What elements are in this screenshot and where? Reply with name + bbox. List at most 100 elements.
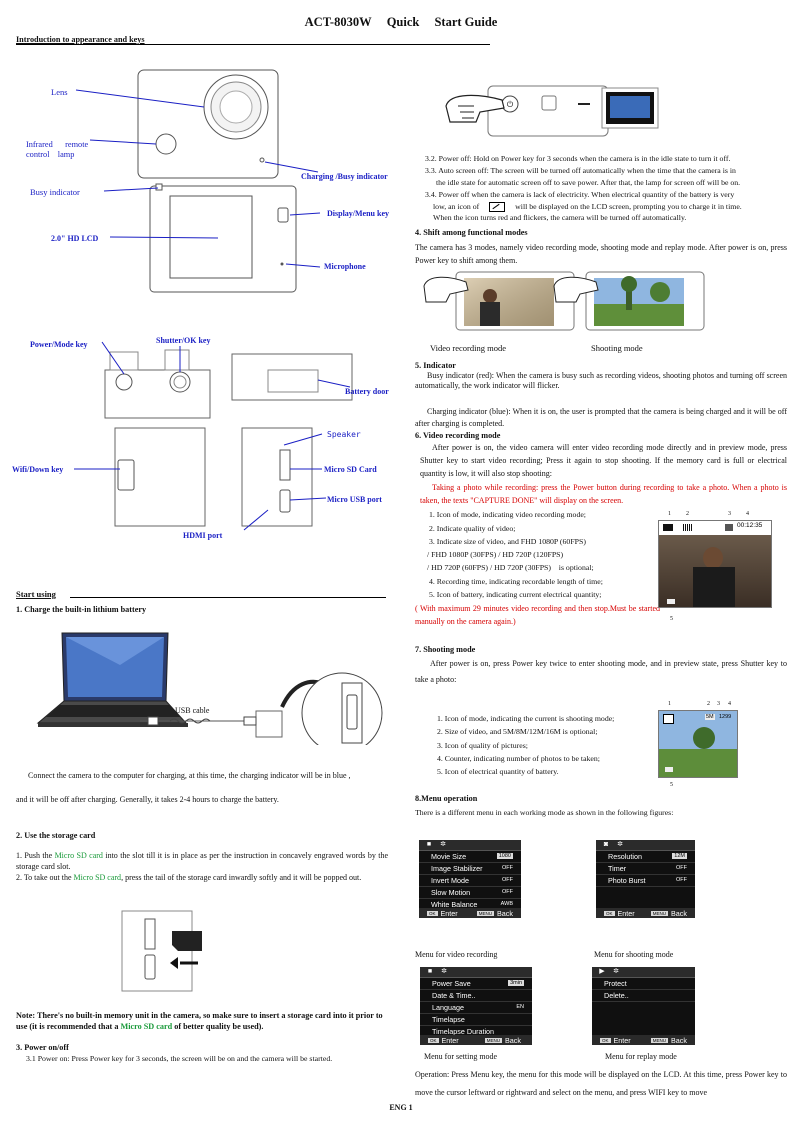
menu-row-value: OFF	[502, 865, 513, 871]
settings-gear-icon[interactable]: ✲	[440, 841, 446, 848]
video-menu-tabs: ■ ✲	[419, 840, 521, 851]
menu-key[interactable]: MENU	[484, 1037, 502, 1043]
menu-key[interactable]: MENU	[650, 910, 669, 916]
title-guide: Start Guide	[434, 15, 498, 29]
label-charging: Charging /Busy indicator	[301, 172, 388, 181]
label-infrared-2: control lamp	[26, 150, 75, 159]
menu-row[interactable]: Date & Time..	[420, 990, 532, 1002]
s2-l1-c: into the slot till it is in place as per…	[16, 851, 388, 871]
camera-tab-icon[interactable]: ◙	[603, 841, 609, 848]
ok-key[interactable]: OK	[427, 910, 438, 916]
caption-shooting-mode: Shooting mode	[591, 343, 643, 353]
label-lcd: 2.0" HD LCD	[51, 234, 99, 243]
s2-l1-a: 1. Push the	[16, 851, 55, 860]
low-battery-icon	[489, 202, 506, 213]
menu-key[interactable]: MENU	[476, 910, 495, 916]
menu-row-label: Date & Time..	[432, 991, 476, 1000]
menu-row-label: Timer	[608, 864, 627, 873]
shooting-preview-grass	[659, 749, 737, 777]
menu-row-label: Timelapse Duration	[432, 1027, 495, 1036]
menu-row[interactable]: Delete..	[592, 990, 695, 1002]
menu-key[interactable]: MENU	[650, 1037, 669, 1043]
menu-row-value: OFF	[502, 889, 513, 895]
label-shutter: Shutter/OK key	[156, 336, 211, 345]
ok-key[interactable]: OK	[600, 1037, 611, 1043]
menu-row[interactable]: Timer OFF	[596, 863, 695, 875]
s6-i3b: / FHD 1080P (30FPS) / HD 720P (120FPS)	[427, 550, 564, 559]
s3-l3: 3.3. Auto screen off: The screen will be…	[425, 166, 736, 175]
s8-p: There is a different menu in each workin…	[415, 808, 674, 817]
settings-gear-icon[interactable]: ✲	[441, 968, 447, 975]
video-size-icon	[725, 524, 733, 531]
play-tab-icon[interactable]: ▶	[599, 968, 605, 975]
battery-icon	[667, 599, 675, 604]
s2-l2-c: , press the tail of the storage card inw…	[121, 873, 362, 882]
video-mode-icon	[663, 524, 673, 531]
s5-p2: Charging indicator (blue): When it is on…	[415, 407, 787, 428]
sd-insert-diagram	[121, 910, 202, 992]
menu-row-value: OFF	[502, 877, 513, 883]
s3-l4c: will be displayed on the LCD screen, pro…	[515, 202, 742, 211]
s6-i1: 1. Icon of mode, indicating video record…	[429, 510, 586, 519]
settings-gear-icon[interactable]: ✲	[617, 841, 623, 848]
enter-label: Enter	[613, 1035, 631, 1045]
storage-note: Note: There's no built-in memory unit in…	[16, 1010, 388, 1032]
s2-heading: 2. Use the storage card	[16, 831, 96, 840]
label-battery-door: Battery door	[345, 387, 389, 396]
video-tab-icon[interactable]: ■	[426, 841, 432, 848]
video-preview-body	[693, 567, 735, 607]
shoot-battery-icon	[665, 767, 673, 772]
back-label: Back	[504, 1035, 521, 1045]
menu-row-label: Power Save	[432, 979, 471, 988]
label-micro-usb: Micro USB port	[327, 495, 382, 504]
s7-p: After power is on, press Power key twice…	[415, 659, 787, 684]
menu-row-value: AWB	[500, 901, 513, 907]
menu-row-value: OFF	[676, 865, 687, 871]
video-callout-2: 2	[686, 511, 689, 517]
ok-key[interactable]: OK	[604, 910, 615, 916]
s6-red2: ( With maximum 29 minutes video recordin…	[415, 604, 660, 626]
video-tab-icon[interactable]: ■	[427, 968, 433, 975]
camera-mode-icon	[663, 714, 674, 724]
caption-video-mode: Video recording mode	[430, 343, 506, 353]
settings-gear-icon[interactable]: ✲	[613, 968, 619, 975]
menu-row[interactable]: Timelapse	[420, 1014, 532, 1026]
start-using-rule	[70, 597, 386, 598]
shoot-callout-1: 1	[668, 701, 671, 707]
caption-shooting-menu: Menu for shooting mode	[594, 950, 674, 959]
label-microphone: Microphone	[324, 262, 366, 271]
caption-replay-menu: Menu for replay mode	[605, 1052, 677, 1061]
label-wifi: Wifi/Down key	[12, 465, 64, 474]
s6-i2: 2. Indicate quality of video;	[429, 524, 516, 533]
quality-icon	[683, 524, 693, 531]
shooting-preview-screen: 5M 1299	[658, 710, 738, 778]
s6-heading: 6. Video recording mode	[415, 431, 501, 440]
label-lens: Lens	[51, 87, 68, 97]
s3-l4b-line: low, an icon of will be displayed on the…	[433, 200, 742, 213]
s7-i2: 2. Size of video, and 5M/8M/12M/16M is o…	[437, 727, 598, 736]
menu-row[interactable]: Protect	[592, 978, 695, 990]
s7-i5: 5. Icon of electrical quantity of batter…	[437, 767, 559, 776]
enter-label: Enter	[617, 908, 635, 918]
s3-l4d: When the icon turns red and flickers, th…	[433, 213, 687, 222]
model-name: ACT-8030W	[304, 15, 372, 29]
s1-p1: Connect the camera to the computer for c…	[28, 771, 351, 780]
ok-key[interactable]: OK	[428, 1037, 439, 1043]
video-callout-3: 3	[728, 511, 731, 517]
s7-i4: 4. Counter, indicating number of photos …	[437, 754, 600, 763]
s3-l1: 3.1 Power on: Press Power key for 3 seco…	[26, 1054, 333, 1063]
menu-row-label: Protect	[604, 979, 627, 988]
camera-side-diagram	[74, 341, 353, 531]
